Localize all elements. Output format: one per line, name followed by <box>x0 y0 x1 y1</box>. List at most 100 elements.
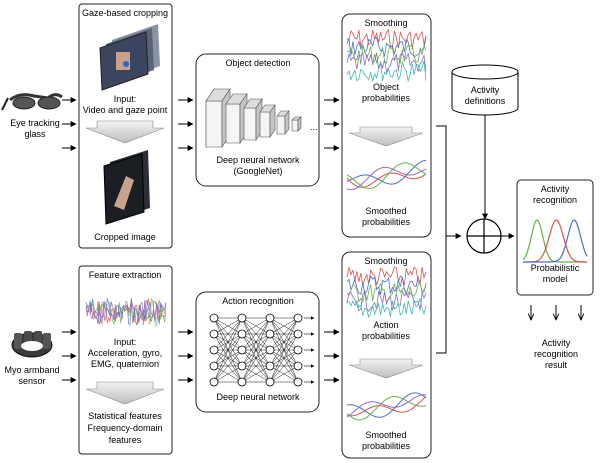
result-label-line3: result <box>545 360 568 370</box>
noisy-series-line <box>346 297 427 319</box>
fusion-plus-symbol <box>466 218 502 254</box>
activity-recognition-title-line2: recognition <box>533 195 577 205</box>
network-edge <box>269 349 299 383</box>
sensor-signals-plot <box>85 297 167 326</box>
network-node <box>209 345 219 355</box>
smooth-series-line <box>346 172 427 188</box>
action-probabilities-plot <box>346 266 427 319</box>
sensor-signal-line <box>85 297 167 326</box>
cnn-layers-icon <box>205 88 302 148</box>
activity-recognition-title-line1: Activity <box>541 184 570 194</box>
activity-definitions-database <box>451 64 519 116</box>
network-edge <box>213 317 243 351</box>
action-probabilities-label-line2: probabilities <box>362 331 411 341</box>
network-edge <box>213 317 243 367</box>
object-detection-title: Object detection <box>225 58 290 68</box>
smoothed-top-label-line1: Smoothed <box>365 206 406 216</box>
network-edge <box>213 317 243 383</box>
noisy-series-line <box>346 275 427 296</box>
feature-extraction-box <box>78 265 173 455</box>
feature-input-label: Input: <box>114 337 137 347</box>
noisy-series-line <box>346 37 427 58</box>
network-node <box>265 361 275 371</box>
network-node <box>265 329 275 339</box>
network-node <box>237 361 247 371</box>
network-edge <box>241 349 271 383</box>
smoothed-bottom-label-line1: Smoothed <box>365 430 406 440</box>
network-edge <box>213 365 243 383</box>
network-node <box>293 329 303 339</box>
action-recognition-caption: Deep neural network <box>216 392 300 402</box>
network-edge <box>241 317 271 367</box>
feature-input-line3: EMG, quaternion <box>91 359 159 369</box>
smoothing-bottom-down-arrow <box>348 358 424 379</box>
action-probabilities-label-line1: Action <box>373 320 398 330</box>
feature-down-arrow <box>85 381 165 405</box>
feature-input-line2: Acceleration, gyro, <box>88 348 163 358</box>
noisy-series-line <box>346 44 427 66</box>
network-edge <box>213 333 243 383</box>
network-edge <box>241 333 271 383</box>
feature-output-line2: Frequency-domain <box>87 423 162 433</box>
smoothing-top-title: Smoothing <box>364 18 407 28</box>
cnn-ellipsis: ... <box>310 122 318 132</box>
connector-smoothing-bottom-to-fusion <box>436 236 447 354</box>
smoothed-object-probabilities-plot <box>346 159 427 191</box>
connector-smoothing-top-to-fusion <box>436 125 462 239</box>
smoothing-bottom-title: Smoothing <box>364 256 407 266</box>
network-edge <box>241 365 271 383</box>
object-detection-caption-line1: Deep neural network <box>216 155 300 165</box>
activity-recognition-box <box>516 179 594 296</box>
smooth-series-line <box>346 396 427 417</box>
myo-armband-icon <box>11 331 53 358</box>
network-node <box>237 313 247 323</box>
noisy-series-line <box>346 28 427 50</box>
network-node <box>237 377 247 387</box>
activity-definitions-line1: Activity <box>471 85 500 95</box>
network-edge <box>269 317 299 351</box>
object-probabilities-label-line1: Object <box>373 82 400 92</box>
sensor-signal-line <box>85 298 167 326</box>
gaze-input-label: Input: <box>114 94 137 104</box>
smooth-series-line <box>346 395 427 421</box>
action-recognition-title: Action recognition <box>222 296 294 306</box>
network-node <box>265 345 275 355</box>
network-node <box>293 377 303 387</box>
smooth-series-line <box>346 394 427 418</box>
network-node <box>293 345 303 355</box>
video-frames-image <box>99 24 160 91</box>
network-edge <box>269 333 299 383</box>
network-edge <box>269 317 299 367</box>
network-edge <box>241 317 271 351</box>
myo-label-line1: Myo armband <box>4 365 59 375</box>
smoothed-action-probabilities-plot <box>346 392 427 421</box>
probabilistic-model-curves <box>522 219 588 263</box>
network-node <box>209 329 219 339</box>
smooth-series-line <box>346 392 427 418</box>
sensor-signal-line <box>85 298 167 326</box>
gaze-input-description: Video and gaze point <box>83 105 168 115</box>
network-node <box>237 329 247 339</box>
result-label-line2: recognition <box>534 349 578 359</box>
eye-tracker-label-line2: glass <box>24 129 46 139</box>
eye-tracker-label-line1: Eye tracking <box>10 118 60 128</box>
network-node <box>293 361 303 371</box>
network-node <box>209 361 219 371</box>
feature-extraction-title: Feature extraction <box>89 270 162 280</box>
eye-tracking-glass-icon <box>1 93 63 111</box>
network-edge <box>213 349 243 383</box>
result-label-line1: Activity <box>542 338 571 348</box>
myo-label-line2: sensor <box>18 376 45 386</box>
feature-output-line3: features <box>109 435 142 445</box>
network-edge <box>269 317 299 335</box>
network-edge <box>241 317 271 383</box>
object-probabilities-plot <box>346 28 427 82</box>
network-edge <box>269 365 299 383</box>
noisy-series-line <box>346 61 427 82</box>
object-detection-caption-line2: (GoogleNet) <box>233 166 282 176</box>
network-edge <box>269 317 299 383</box>
neural-network-icon <box>209 313 315 387</box>
probabilistic-model-line2: model <box>543 274 568 284</box>
activity-definitions-line2: definitions <box>465 96 506 106</box>
